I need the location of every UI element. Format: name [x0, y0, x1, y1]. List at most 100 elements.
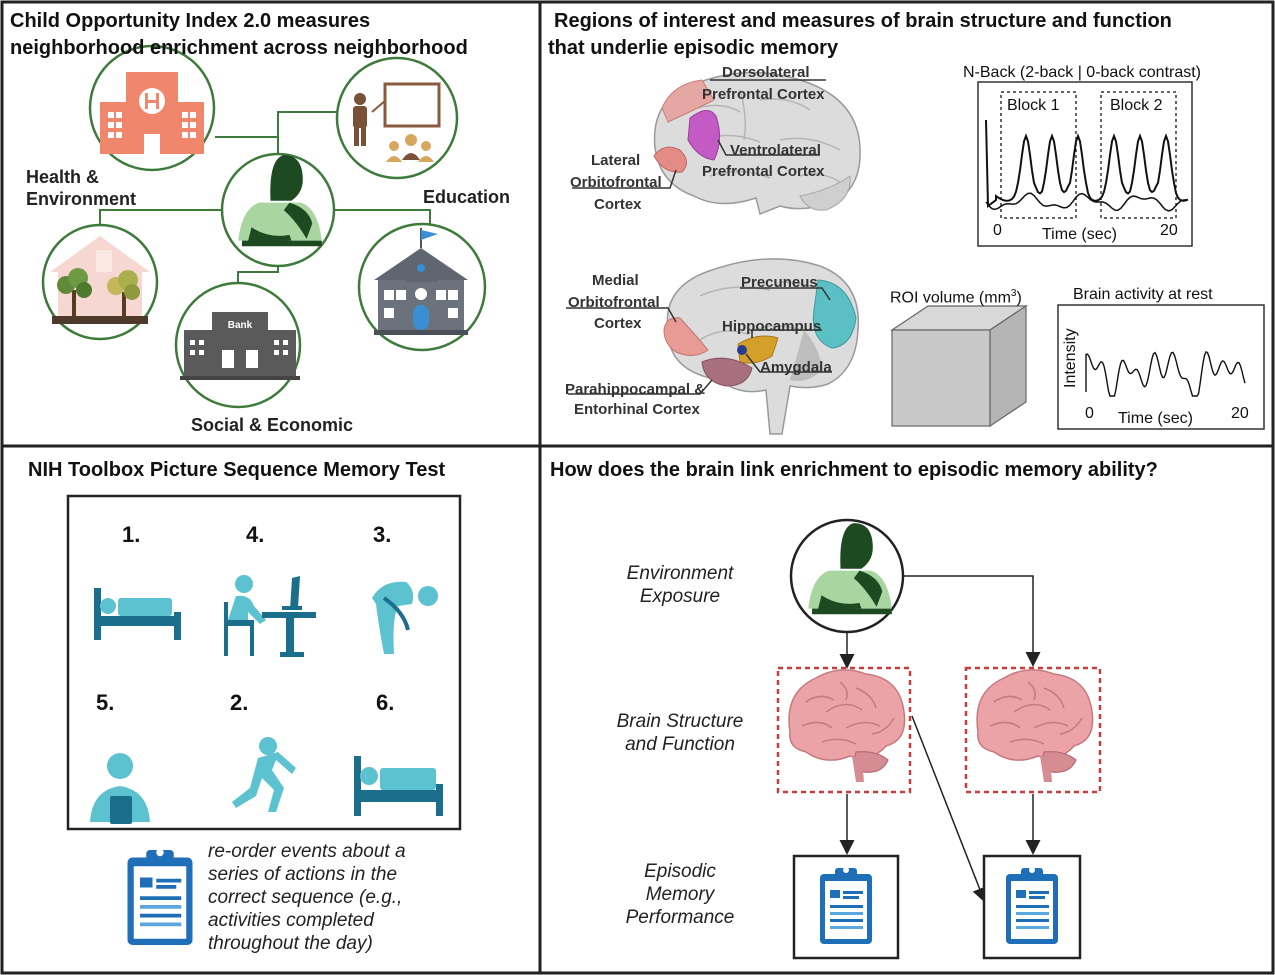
clipboard-icon-instructions: [127, 848, 193, 945]
parahippocampal-label-line2: Entorhinal Cortex: [574, 401, 700, 418]
education-school-node: [357, 222, 487, 352]
panel1-title-line2: neighborhood enrichment across neighborh…: [10, 37, 468, 59]
instructions-line-3: correct sequence (e.g.,: [208, 887, 403, 908]
panel1-network: [99, 111, 431, 288]
bed-icon-6: [354, 756, 443, 816]
memory-label-line1: Episodic: [644, 861, 716, 882]
panel3-title: NIH Toolbox Picture Sequence Memory Test: [28, 459, 446, 481]
classroom-icon: [353, 82, 441, 162]
mofc-label-line1: Medial: [592, 272, 639, 289]
school-icon: [374, 228, 468, 335]
computer-desk-icon: [224, 575, 316, 657]
vlpfc-label-line1: Ventrolateral: [730, 142, 821, 159]
bed-icon-1: [94, 588, 181, 640]
sequence-box: [66, 494, 462, 831]
bank-sign: Bank: [228, 320, 253, 331]
lofc-label-line2: Orbitofrontal: [570, 174, 662, 191]
nback-baseline-line: [985, 192, 1187, 212]
nback-plot: [977, 81, 1193, 247]
panel1-title-line1: Child Opportunity Index 2.0 measures: [10, 10, 371, 32]
education-teacher-node: [335, 56, 459, 180]
rest-activity-plot: [1057, 304, 1265, 430]
roi-volume-text: ROI volume (mm: [890, 289, 1011, 307]
panel4-person-node: [789, 518, 905, 634]
nback-x-tick-0: 0: [993, 222, 1002, 239]
mofc-label-line2: Orbitofrontal: [568, 294, 660, 311]
nback-block2-label: Block 2: [1110, 97, 1163, 114]
memory-label-line3: Performance: [625, 907, 735, 928]
sequence-number-2: 2.: [230, 690, 249, 715]
clipboard-icon-right: [1006, 867, 1058, 944]
precuneus-label: Precuneus: [741, 274, 818, 291]
medial-brain: [566, 258, 860, 435]
environment-label-line2: Exposure: [639, 586, 721, 607]
sequence-number-1: 1.: [122, 522, 141, 547]
nback-x-tick-20: 20: [1160, 222, 1178, 239]
rest-signal-line: [1085, 350, 1246, 397]
health-environment-node: [41, 223, 159, 341]
education-label: Education: [423, 187, 511, 207]
memory-label-line2: Memory: [645, 884, 715, 905]
nback-title: N-Back (2-back | 0-back contrast): [963, 64, 1202, 81]
amygdala-label: Amygdala: [760, 359, 832, 376]
episodic-memory-performance-label: Episodic Memory Performance: [604, 860, 756, 929]
social-economic-label: Social & Economic: [191, 415, 354, 435]
panel4-arrows: [839, 575, 1041, 903]
panel4-title: How does the brain link enrichment to ep…: [550, 459, 1158, 481]
sequence-number-3: 3.: [373, 522, 392, 547]
sequence-number-6: 6.: [376, 690, 395, 715]
lateral-brain: [572, 71, 861, 216]
rest-x-axis-label: Time (sec): [1118, 410, 1193, 427]
roi-volume-exponent: 3: [1010, 288, 1017, 299]
lofc-label-line1: Lateral: [591, 152, 641, 169]
clipboard-icon-left: [820, 867, 872, 944]
vlpfc-label-line2: Prefrontal Cortex: [702, 163, 825, 180]
hippocampus-label: Hippocampus: [722, 318, 822, 335]
environment-label-line1: Environment: [626, 563, 734, 584]
house-trees-icon: [50, 236, 150, 324]
sequence-number-4: 4.: [246, 522, 265, 547]
health-label-line1: Health &: [26, 167, 100, 187]
instructions-line-5: throughout the day): [208, 933, 373, 954]
health-label-line2: Environment: [26, 189, 137, 209]
task-instructions: re-order events about a series of action…: [208, 840, 406, 955]
brain-icon-right: [976, 669, 1094, 783]
instructions-line-1: re-order events about a: [208, 841, 406, 862]
environment-exposure-label: Environment Exposure: [606, 562, 754, 608]
nback-signal-line: [985, 119, 1189, 208]
rest-title: Brain activity at rest: [1073, 286, 1213, 303]
nback-block1-label: Block 1: [1007, 97, 1060, 114]
hospital-node: [88, 44, 216, 172]
parahippocampal-label-line1: Parahippocampal &: [565, 381, 706, 398]
brain-label-line2: and Function: [625, 734, 735, 755]
running-person-icon: [232, 737, 296, 812]
roi-volume-close: ): [1016, 289, 1022, 307]
lofc-label-line3: Cortex: [594, 196, 642, 213]
bank-icon: Bank: [180, 312, 300, 380]
brain-label-line1: Brain Structure: [616, 711, 744, 732]
panel2-title-line1: Regions of interest and measures of brai…: [554, 10, 1172, 32]
hospital-icon: [100, 72, 204, 154]
brain-structure-function-label: Brain Structure and Function: [604, 710, 756, 756]
dlpfc-label-line2: Prefrontal Cortex: [702, 86, 825, 103]
instructions-line-2: series of actions in the: [208, 864, 398, 885]
roi-volume-cube: [890, 304, 1028, 428]
roi-volume-label: ROI volume (mm3): [890, 288, 1022, 307]
brain-box-right: [964, 666, 1102, 794]
rest-x-tick-0: 0: [1085, 405, 1094, 422]
panel2-title-line2: that underlie episodic memory: [548, 37, 839, 59]
mofc-label-line3: Cortex: [594, 315, 642, 332]
rest-y-axis-label: Intensity: [1062, 328, 1079, 388]
brain-box-left: [776, 666, 912, 794]
sequence-number-5: 5.: [96, 690, 115, 715]
child-node: [220, 152, 336, 268]
rest-x-tick-20: 20: [1231, 405, 1249, 422]
nback-x-axis-label: Time (sec): [1042, 226, 1117, 243]
reading-person-icon: [90, 753, 150, 824]
social-economic-node: Bank: [174, 281, 302, 409]
brain-icon-left: [788, 669, 906, 783]
dlpfc-label-line1: Dorsolateral: [722, 64, 810, 81]
